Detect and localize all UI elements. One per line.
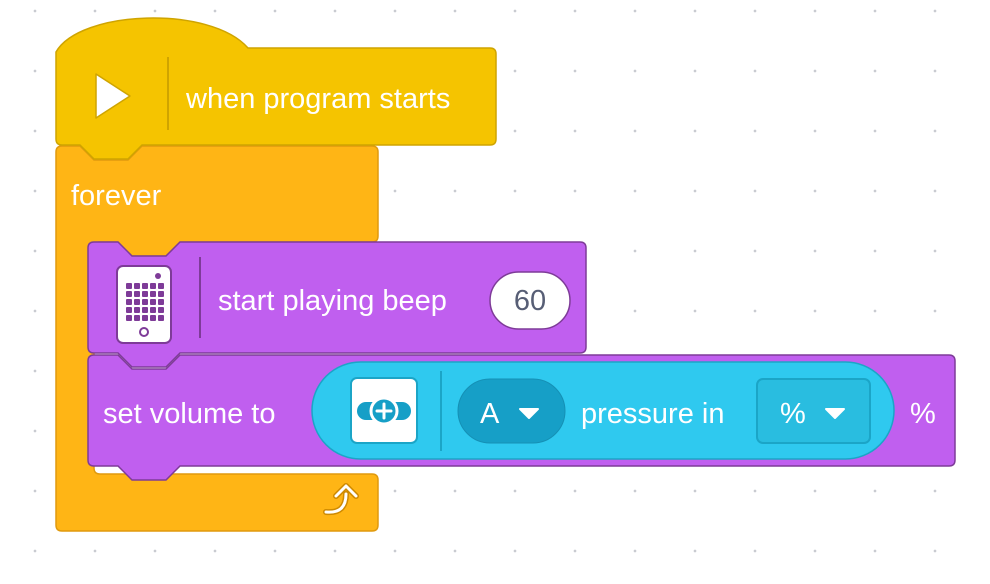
forever-block-shape[interactable]	[55, 145, 379, 532]
start-playing-beep-block[interactable]	[87, 241, 587, 368]
loop-arrow-icon	[323, 483, 359, 516]
volume-suffix-label: %	[910, 398, 936, 430]
beep-block-shape[interactable]	[87, 241, 587, 368]
port-dropdown-chevron-down-icon	[519, 408, 539, 419]
force-sensor-icon	[350, 377, 418, 444]
beep-value-text: 60	[514, 285, 546, 317]
beep-value-input[interactable]	[489, 271, 571, 330]
hat-block-shape[interactable]	[55, 17, 497, 160]
hub-icon	[116, 265, 172, 344]
port-dropdown-value: A	[480, 398, 500, 430]
pressure-label: pressure in	[581, 398, 724, 430]
when-program-starts-block[interactable]	[55, 17, 497, 160]
set-volume-label: set volume to	[103, 398, 275, 430]
pressure-reporter-shape[interactable]	[311, 361, 895, 460]
port-dropdown[interactable]	[457, 378, 566, 444]
beep-block-label: start playing beep	[218, 285, 447, 317]
unit-dropdown-value: %	[780, 398, 806, 430]
hat-block-label: when program starts	[185, 83, 450, 115]
unit-dropdown[interactable]	[756, 378, 871, 444]
forever-label: forever	[71, 180, 162, 212]
forever-block[interactable]	[55, 145, 379, 532]
set-volume-block[interactable]	[87, 354, 956, 481]
unit-dropdown-chevron-down-icon	[825, 408, 845, 419]
pressure-reporter[interactable]	[311, 361, 895, 460]
play-icon	[95, 73, 131, 119]
